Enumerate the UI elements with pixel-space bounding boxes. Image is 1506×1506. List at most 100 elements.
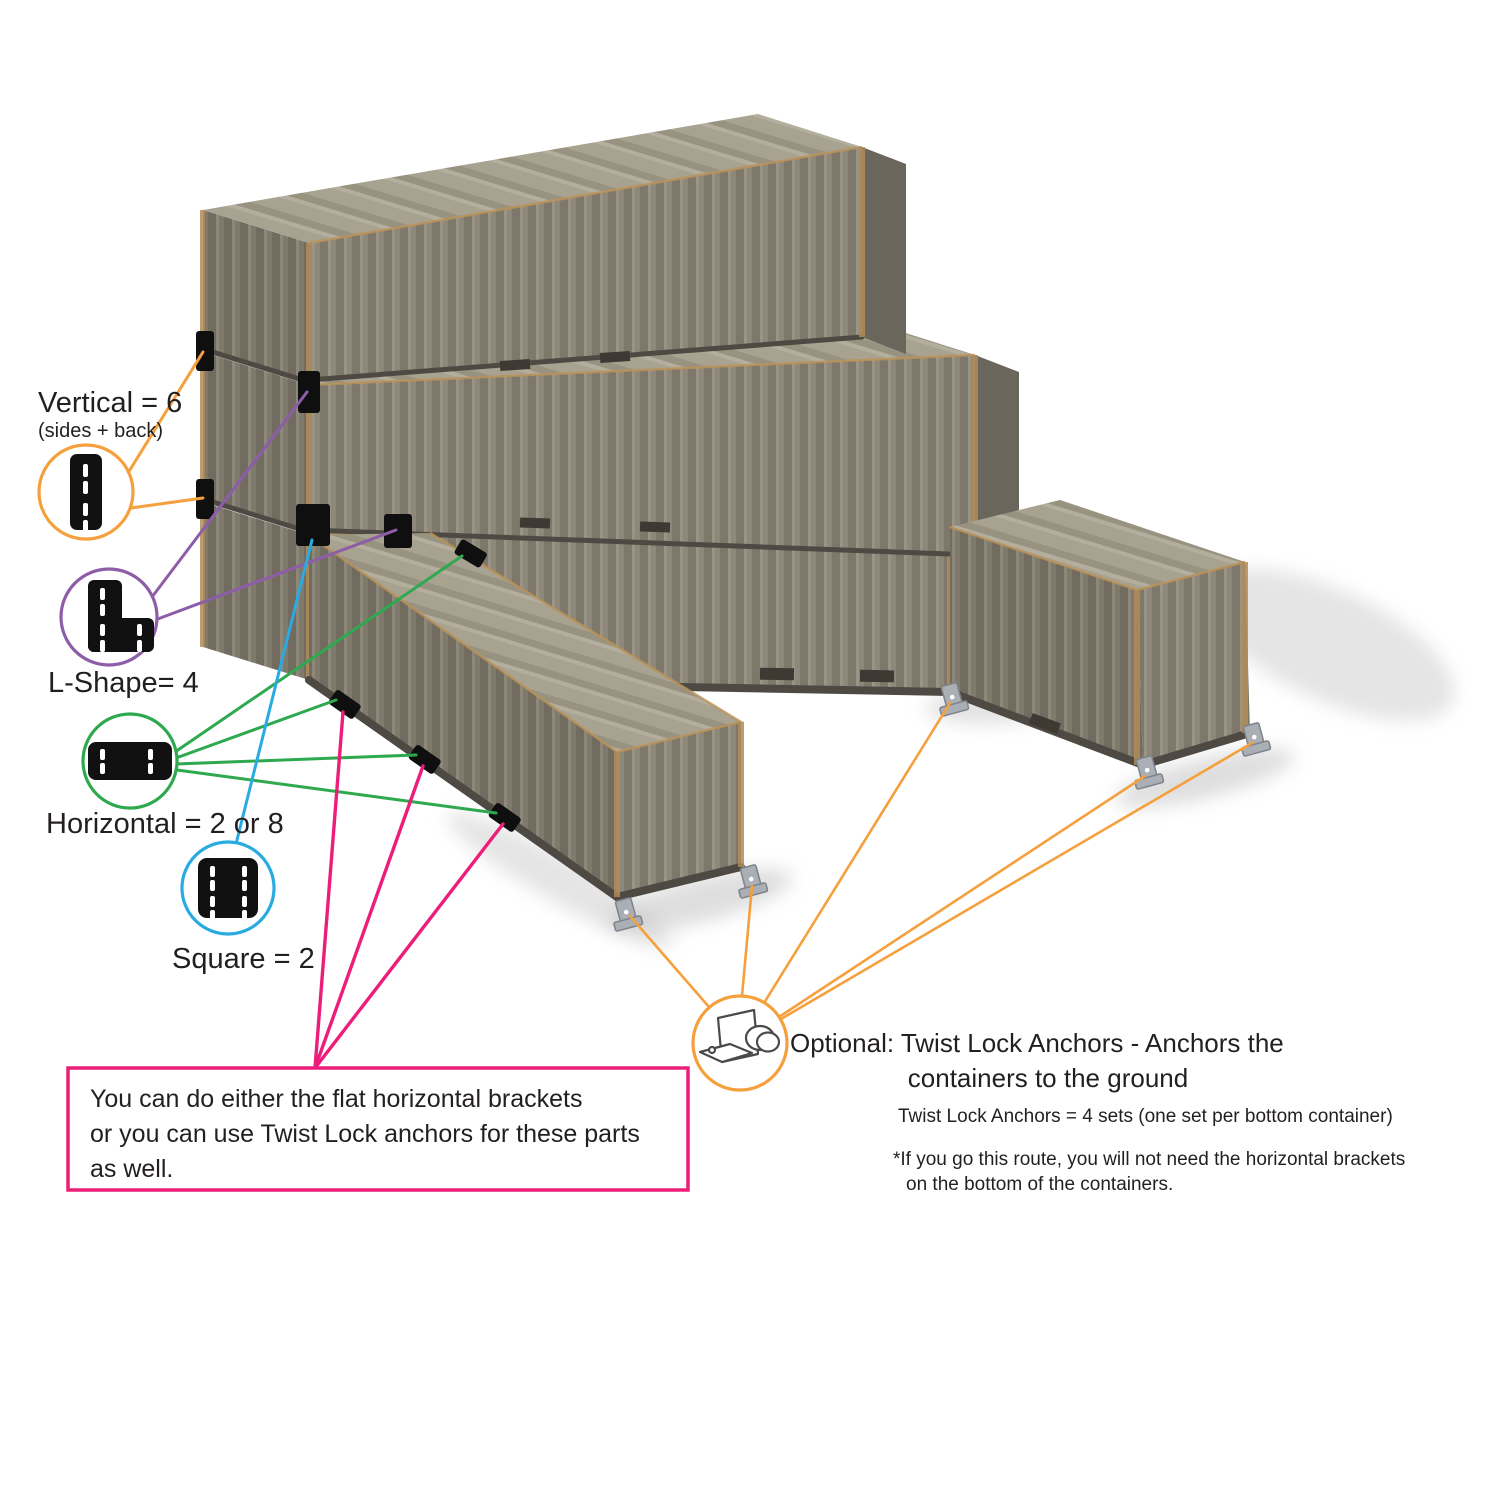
left-column-seam-1 bbox=[200, 346, 312, 385]
square-bracket-icon bbox=[198, 858, 258, 921]
top-container-top-corrugation bbox=[203, 114, 862, 243]
note-box-border bbox=[66, 1066, 690, 1192]
right-wing-front-left-post bbox=[1134, 590, 1140, 765]
horizontal-bracket-badge: Horizontal = 2 or 8 bbox=[46, 712, 284, 840]
vertical-callout-line-2 bbox=[129, 496, 205, 510]
shadow-right-wing-front bbox=[1115, 748, 1295, 808]
horizontal-label: Horizontal = 2 or 8 bbox=[46, 808, 284, 840]
vertical-bracket-lower bbox=[196, 479, 214, 519]
ground-anchors bbox=[613, 682, 1272, 932]
note-box-line-3: as well. bbox=[90, 1155, 173, 1183]
lshape-bracket-badge: L-Shape= 4 bbox=[48, 567, 199, 699]
callout-lines bbox=[126, 350, 1254, 1070]
twist-lock-anchor-icon bbox=[698, 1008, 781, 1064]
forklift-slot bbox=[639, 521, 671, 533]
horizontal-bracket-top-joint bbox=[454, 539, 487, 568]
container-top-tier bbox=[200, 114, 906, 383]
horizontal-callout-line-3 bbox=[174, 753, 418, 766]
twist-lock-anchor-piece bbox=[1241, 722, 1272, 757]
l-bracket-icon bbox=[88, 580, 154, 652]
ground-shadows bbox=[446, 569, 1455, 948]
lshape-callout-line-1 bbox=[150, 390, 309, 599]
anchors-note-footnote-1: *If you go this route, you will not need… bbox=[893, 1149, 1405, 1170]
vertical-sublabel: (sides + back) bbox=[38, 420, 163, 442]
lshape-callout-line-2 bbox=[153, 528, 398, 622]
right-wing-top-corrugation bbox=[950, 500, 1245, 590]
forklift-slot bbox=[1028, 713, 1061, 734]
twist-lock-anchor-piece bbox=[1134, 755, 1165, 790]
notebox-callout-line-1 bbox=[313, 710, 345, 1070]
notebox-callout-line-3 bbox=[313, 822, 505, 1070]
bottom-container-end-corrugation bbox=[203, 502, 309, 680]
horizontal-bracket-bottom-2 bbox=[408, 745, 441, 774]
anchor-callout-line-4 bbox=[777, 774, 1147, 1019]
container-right-wing bbox=[946, 500, 1254, 770]
lshape-label: L-Shape= 4 bbox=[48, 667, 199, 699]
anchors-note-footnote-2: on the bottom of the containers. bbox=[906, 1174, 1173, 1195]
forklift-slot bbox=[499, 358, 531, 372]
anchor-callout-line-1 bbox=[628, 914, 711, 1009]
right-wing-front-right-post bbox=[1242, 562, 1248, 733]
anchors-note-block: Optional: Twist Lock Anchors - Anchors t… bbox=[790, 1028, 1405, 1195]
horizontal-bracket-icon bbox=[88, 742, 172, 780]
note-box-line-2: or you can use Twist Lock anchors for th… bbox=[90, 1120, 640, 1148]
top-container-back-post bbox=[200, 210, 205, 350]
twist-lock-anchor-badge bbox=[691, 994, 789, 1092]
right-wing-front-corrugation bbox=[1137, 562, 1250, 765]
horizontal-bracket-bottom-3 bbox=[488, 803, 521, 832]
vertical-bracket-upper bbox=[196, 331, 214, 371]
middle-container-top-edge bbox=[308, 353, 976, 387]
top-container-front-corrugation bbox=[309, 147, 862, 380]
vertical-bracket-badge: Vertical = 6 (sides + back) bbox=[37, 387, 182, 541]
l-bracket-lower-corner bbox=[384, 514, 412, 548]
twist-lock-anchor-piece bbox=[939, 682, 970, 717]
vertical-label: Vertical = 6 bbox=[38, 387, 182, 419]
middle-container-left-post bbox=[306, 385, 312, 530]
anchors-note-heading-1: Optional: Twist Lock Anchors - Anchors t… bbox=[790, 1028, 1284, 1058]
left-wing-side-corrugation bbox=[309, 535, 617, 897]
middle-container-right-post bbox=[972, 355, 978, 555]
note-box: You can do either the flat horizontal br… bbox=[66, 1066, 690, 1192]
twist-lock-anchor-piece bbox=[738, 864, 769, 899]
anchor-callout-line-2 bbox=[740, 884, 754, 998]
anchor-callout-line-5 bbox=[779, 741, 1254, 1021]
vertical-callout-line-1 bbox=[126, 350, 205, 475]
vertical-bracket-icon bbox=[70, 454, 102, 533]
installed-brackets bbox=[196, 331, 521, 832]
left-wing-front-corrugation bbox=[617, 722, 741, 897]
forklift-slot bbox=[759, 667, 795, 681]
horizontal-callout-line-2 bbox=[174, 698, 338, 760]
top-container-right-post bbox=[859, 147, 865, 337]
horizontal-callout-line-1 bbox=[173, 554, 464, 754]
middle-container-back-post bbox=[200, 352, 205, 497]
top-container-bottom-rail bbox=[306, 334, 865, 383]
top-container-top-edge bbox=[308, 145, 863, 245]
middle-container-end-corrugation bbox=[203, 352, 309, 530]
anchors-note-heading-2: containers to the ground bbox=[908, 1063, 1188, 1093]
forklift-slot bbox=[859, 669, 895, 683]
note-box-line-1: You can do either the flat horizontal br… bbox=[90, 1085, 582, 1113]
notebox-callout-line-2 bbox=[313, 764, 425, 1070]
middle-container-front-corrugation bbox=[309, 355, 975, 555]
top-container-end-corrugation bbox=[203, 210, 309, 380]
left-wing-front-left-post bbox=[614, 752, 620, 897]
top-container-left-post bbox=[306, 243, 312, 380]
right-wing-side-corrugation bbox=[950, 527, 1143, 765]
left-wing-front-right-post bbox=[738, 722, 744, 867]
left-wing-top-edges bbox=[308, 531, 745, 754]
l-bracket-upper-corner bbox=[298, 371, 320, 413]
forklift-slot bbox=[599, 350, 631, 364]
square-bracket-badge: Square = 2 bbox=[172, 840, 315, 975]
container-stack bbox=[196, 114, 1272, 932]
square-callout-line bbox=[234, 538, 314, 846]
bottom-container-back-post bbox=[200, 502, 205, 647]
square-bracket-joint bbox=[296, 504, 330, 546]
shadow-right-wing-side bbox=[1205, 569, 1455, 721]
square-label: Square = 2 bbox=[172, 943, 315, 975]
anchor-callout-line-3 bbox=[762, 701, 952, 1005]
top-container-right-end-face bbox=[862, 147, 906, 354]
horizontal-bracket-bottom-1 bbox=[328, 690, 361, 719]
forklift-slot bbox=[519, 517, 551, 529]
